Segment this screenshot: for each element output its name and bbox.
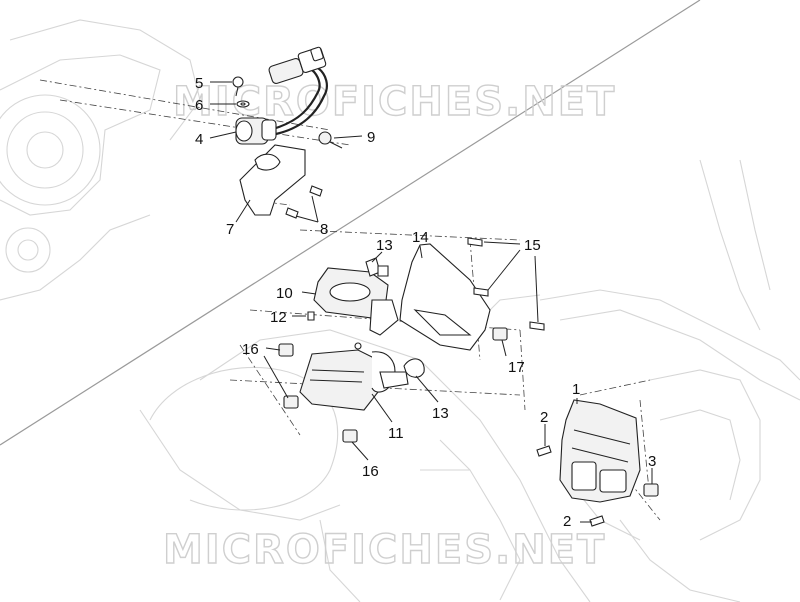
part-control-unit-assembly <box>278 237 545 443</box>
clip-16c <box>342 429 358 443</box>
callout-7: 7 <box>226 221 234 238</box>
screw-12 <box>307 311 315 321</box>
screw-2b <box>589 515 605 527</box>
part-9 <box>318 131 332 145</box>
screw-8a <box>309 185 323 197</box>
screw-15a <box>467 237 483 247</box>
callout-1: 1 <box>572 381 580 398</box>
part-ecu-assembly <box>536 399 659 527</box>
clip-17 <box>492 327 508 341</box>
callout-8: 8 <box>320 221 328 238</box>
callout-9: 9 <box>367 129 375 146</box>
screw-2a <box>536 445 552 457</box>
screw-15b <box>473 287 489 297</box>
callout-16-bottom: 16 <box>362 463 379 480</box>
callout-13-top: 13 <box>376 237 393 254</box>
part-bracket-assembly <box>232 46 343 219</box>
callout-11: 11 <box>388 425 404 442</box>
screw-8b <box>285 207 299 219</box>
tray-14 <box>399 243 491 351</box>
clip-3 <box>643 483 659 497</box>
callout-17: 17 <box>508 359 525 376</box>
callout-6: 6 <box>195 97 203 114</box>
mounting-bracket <box>239 144 306 216</box>
screw-15c <box>529 321 545 331</box>
leader-lines <box>209 81 653 523</box>
callout-2-lower: 2 <box>563 513 571 530</box>
callout-5: 5 <box>195 75 203 92</box>
callout-12: 12 <box>270 309 287 326</box>
watermark-bottom: MICROFICHES.NET <box>163 527 606 573</box>
callout-10: 10 <box>276 285 293 302</box>
callout-4: 4 <box>195 131 203 148</box>
clip-16a <box>278 343 294 357</box>
callout-14: 14 <box>412 229 429 246</box>
clip-16b <box>283 395 299 409</box>
callout-3: 3 <box>648 453 656 470</box>
callout-16-left: 16 <box>242 341 259 358</box>
callout-labels: 5 6 4 9 7 8 13 14 15 10 12 16 17 13 11 1… <box>195 75 656 530</box>
callout-13-lower: 13 <box>432 405 449 422</box>
screw-5 <box>232 76 244 88</box>
callout-2-upper: 2 <box>540 409 548 426</box>
callout-15: 15 <box>524 237 541 254</box>
clip-13-lower <box>403 358 425 378</box>
